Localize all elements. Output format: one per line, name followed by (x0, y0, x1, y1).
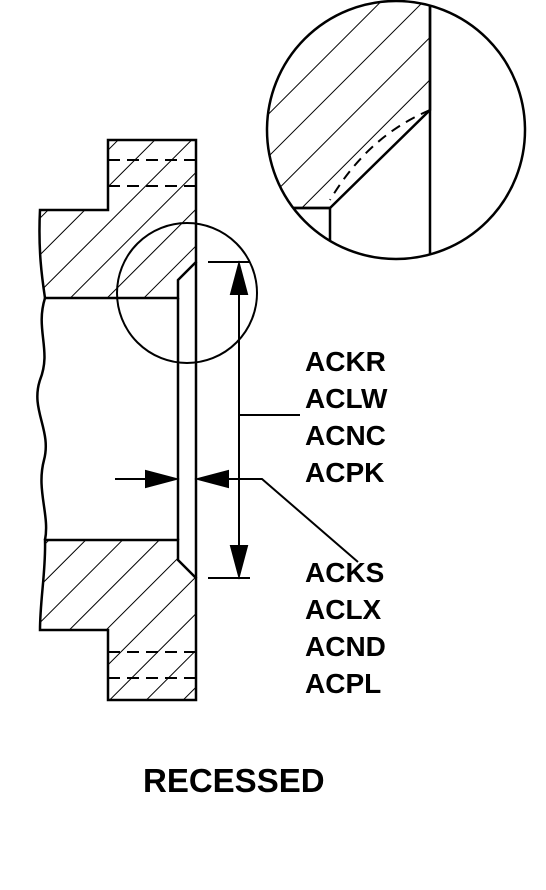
flange-section (36, 138, 258, 702)
detail-view (265, 0, 527, 261)
label-acpk: ACPK (305, 457, 384, 488)
detail-circle-outline (265, 0, 527, 261)
label-acks: ACKS (305, 557, 384, 588)
arrow-left-icon (194, 469, 229, 489)
arrow-down-icon (229, 545, 249, 580)
dimension-lines (115, 260, 359, 580)
lower-flange-body (38, 538, 198, 702)
detail-callout-circle (116, 222, 258, 364)
label-acnd: ACND (305, 631, 386, 662)
recess-depth-labels: ACKS ACLX ACND ACPL (305, 557, 386, 699)
arrow-up-icon (229, 260, 249, 295)
break-line (36, 297, 48, 541)
hidden-bolt-hole-lines (108, 159, 196, 679)
diagram-caption: RECESSED (143, 762, 325, 799)
upper-flange-body (38, 138, 198, 300)
label-aclx: ACLX (305, 594, 382, 625)
recess-length-labels: ACKR ACLW ACNC ACPK (305, 346, 388, 488)
arrow-right-icon (145, 469, 180, 489)
label-acnc: ACNC (305, 420, 386, 451)
label-ackr: ACKR (305, 346, 386, 377)
label-acpl: ACPL (305, 668, 381, 699)
leader-line-lower (255, 478, 359, 563)
label-aclw: ACLW (305, 383, 388, 414)
